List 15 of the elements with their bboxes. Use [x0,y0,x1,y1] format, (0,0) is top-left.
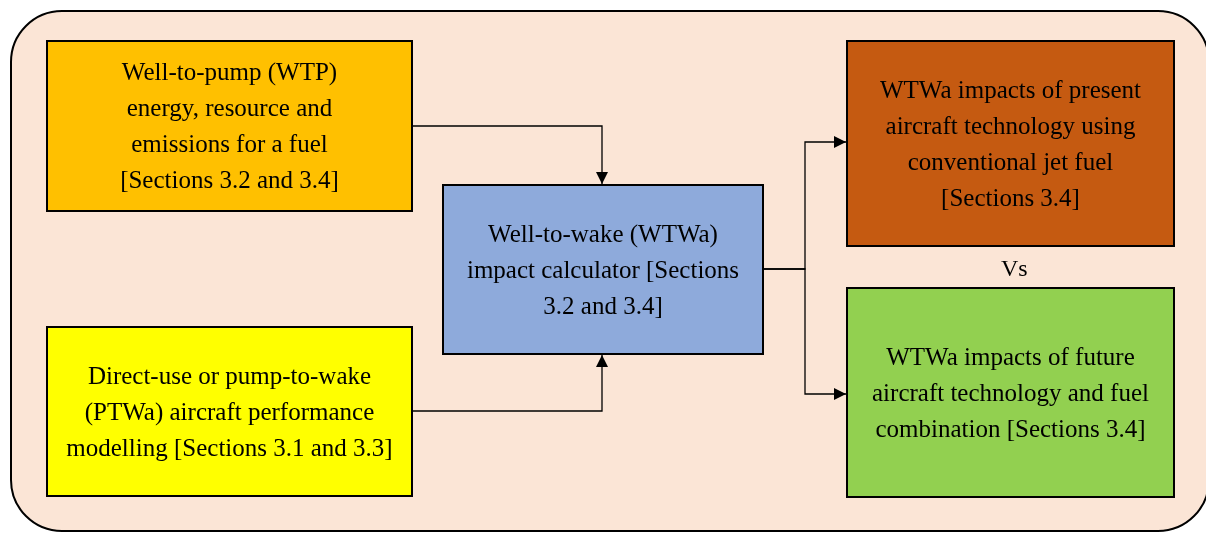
box-text: WTWa impacts of present aircraft technology using conventional jet fuel [Sections 3.4] [878,74,1143,213]
arrow [412,125,608,185]
comparison-label: Vs [1001,254,1028,283]
box-text: Direct-use or pump-to-wake (PTWa) aircraft performance modelling [Sections 3.1 and 3.3] [65,360,394,463]
output-box [846,40,1175,247]
box-text: WTWa impacts of future aircraft technology and fuel combination [Sections 3.4] [871,341,1150,444]
box-text: Well-to-wake (WTWa) impact calculator [Sections 3.2 and 3.4] [465,218,741,321]
process-box [46,40,413,212]
process-box [442,184,764,355]
arrow [412,354,608,412]
container-panel [10,10,1206,532]
box-text: Well-to-pump (WTP) energy, resource and emissions for a fuel [Sections 3.2 and 3.4] [119,57,340,195]
process-box [46,326,413,497]
arrow [763,268,847,400]
output-box [846,287,1175,498]
